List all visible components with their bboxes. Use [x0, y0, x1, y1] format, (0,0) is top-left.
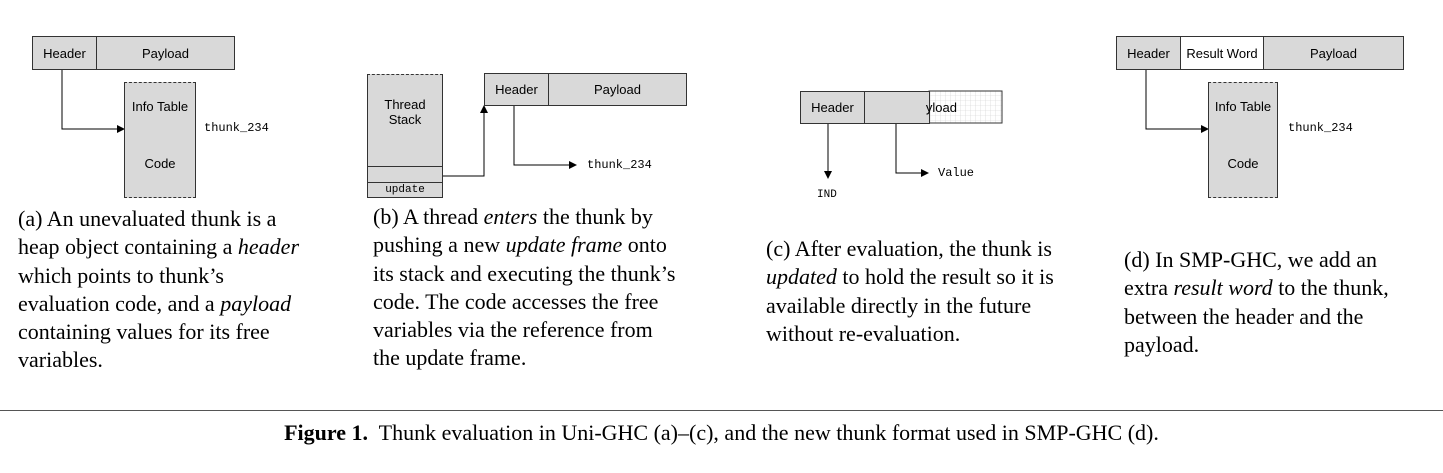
caption-b: (b) A thread enters the thunk by pushing… [373, 204, 676, 371]
value-box-c: yload [864, 91, 957, 124]
payload-box-d: Payload [1263, 36, 1404, 70]
info-table-box-d: Info Table [1208, 82, 1278, 130]
value-label-c: Value [938, 166, 975, 180]
header-box-b: Header [484, 73, 549, 106]
result-word-box-d: Result Word [1180, 36, 1264, 70]
caption-d: (d) In SMP-GHC, we add an extra result w… [1124, 247, 1389, 357]
arrow-header-to-info-a [61, 52, 125, 133]
arrow-header-to-info-d [1145, 52, 1209, 133]
thunk-label-b: thunk_234 [587, 158, 652, 172]
arrow-to-value-c [895, 107, 929, 177]
caption-a: (a) An unevaluated thunk is a heap objec… [18, 206, 300, 373]
faded-payload-c [928, 90, 1003, 124]
stack-frame-b [367, 166, 443, 183]
thunk-label-d: thunk_234 [1288, 121, 1353, 135]
figure-label: Figure 1. [284, 420, 369, 445]
figure-caption-text: Thunk evaluation in Uni-GHC (a)–(c), and… [368, 420, 1159, 445]
thunk-label-a: thunk_234 [204, 121, 269, 135]
ind-label-c: IND [817, 189, 837, 201]
figure-caption: Figure 1. Thunk evaluation in Uni-GHC (a… [0, 420, 1443, 446]
thread-stack-box-b: Thread Stack [367, 74, 443, 167]
header-box-a: Header [32, 36, 97, 70]
header-box-d: Header [1116, 36, 1181, 70]
payload-box-a: Payload [96, 36, 235, 70]
update-frame-b: update [367, 182, 443, 198]
payload-box-b: Payload [548, 73, 687, 106]
header-box-c: Header [800, 91, 865, 124]
info-table-box-a: Info Table [124, 82, 196, 130]
caption-c: (c) After evaluation, the thunk is updat… [766, 236, 1054, 346]
arrow-header-to-thunk-b [513, 90, 577, 169]
payload-partial-label-c: yload [925, 100, 957, 115]
code-box-a: Code [124, 129, 196, 198]
caption-rule [0, 410, 1443, 411]
code-box-d: Code [1208, 129, 1278, 198]
